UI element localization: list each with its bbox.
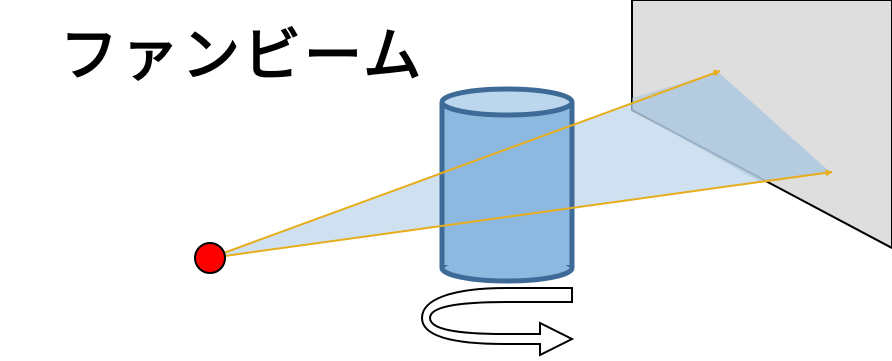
diagram-title: ファンビーム (60, 21, 425, 89)
rotation-arrow-icon (420, 287, 575, 357)
cylinder-top (439, 86, 575, 118)
x-ray-source-dot (194, 242, 226, 274)
beam-projection (632, 72, 830, 182)
cylinder-phantom (439, 86, 575, 284)
fan-beam-upper-ray (209, 69, 721, 259)
fan-beam-lower-ray (209, 169, 833, 259)
